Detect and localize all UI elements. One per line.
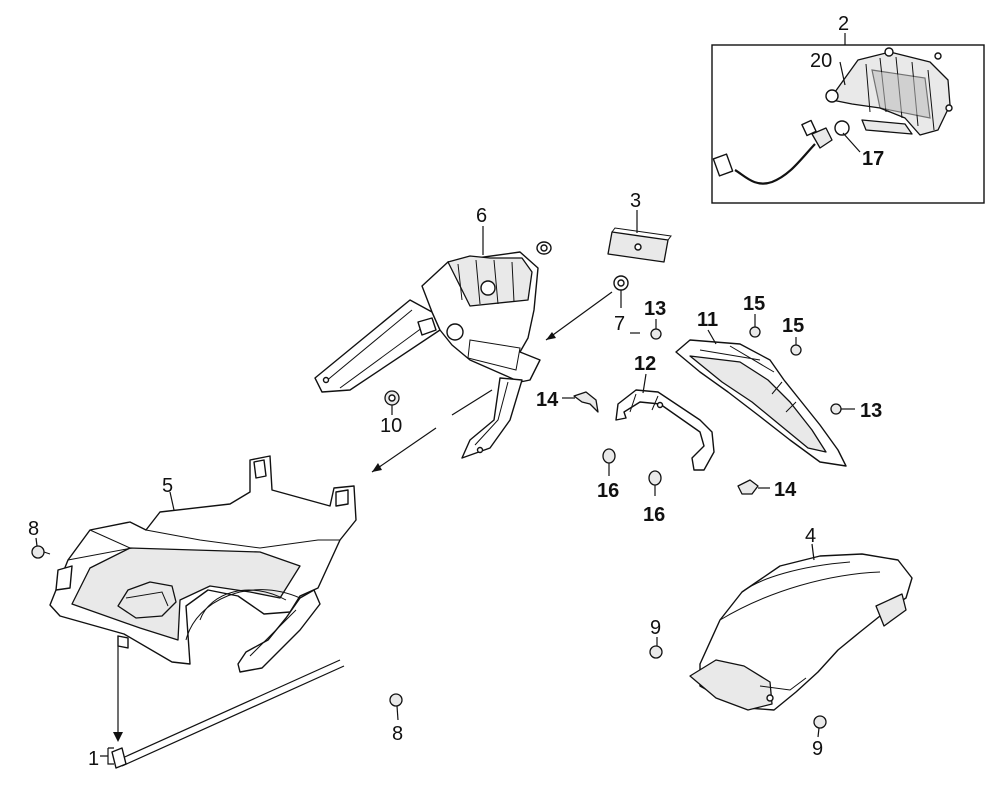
callout-12: 12 [634,353,656,375]
connector [712,153,734,177]
screws-8-9 [31,537,827,738]
callout-13-right: 13 [860,400,882,422]
callout-8-bottom: 8 [392,723,403,745]
part-4-rear-fender [689,543,913,711]
callout-8-left: 8 [28,518,39,540]
part-5-under-tray [49,455,357,673]
part-11-inner-cover [675,329,847,467]
part-10-nut [384,390,400,415]
callout-1: 1 [88,748,99,770]
part-12-bracket [615,373,715,471]
callout-10: 10 [380,415,402,437]
callout-2: 2 [838,13,849,35]
callout-15-b: 15 [782,315,804,337]
callout-14-right: 14 [774,479,797,501]
part-6-plate-bracket [314,226,541,459]
bulb [834,120,850,136]
part-7-grommet [613,275,629,308]
reflector-strip [861,119,913,135]
bulb-socket [811,127,833,149]
callout-13-left: 13 [644,298,666,320]
nut-near-6 [536,241,552,255]
callout-20: 20 [810,50,832,72]
wiring-harness [734,143,816,185]
callout-7: 7 [614,313,625,335]
cable-line [117,659,341,761]
callout-14-left: 14 [536,389,559,411]
callout-labels: 1 2 3 4 5 6 7 8 8 9 9 10 11 12 13 13 14 … [28,13,884,770]
callout-6: 6 [476,205,487,227]
callout-9-upper: 9 [650,617,661,639]
callout-17: 17 [862,148,884,170]
callout-3: 3 [630,190,641,212]
part-1-cable [100,646,345,769]
part-3-plate-lens [607,210,672,263]
callout-9-lower: 9 [812,738,823,760]
assembly-arrows [371,291,613,473]
callout-5: 5 [162,475,173,497]
callout-11: 11 [697,309,718,331]
callout-4: 4 [805,525,816,547]
tail-light-inset [711,33,985,204]
callout-15-a: 15 [743,293,765,315]
callout-16-a: 16 [597,480,619,502]
fasteners-upper-right [562,314,855,496]
callout-16-b: 16 [643,504,665,526]
